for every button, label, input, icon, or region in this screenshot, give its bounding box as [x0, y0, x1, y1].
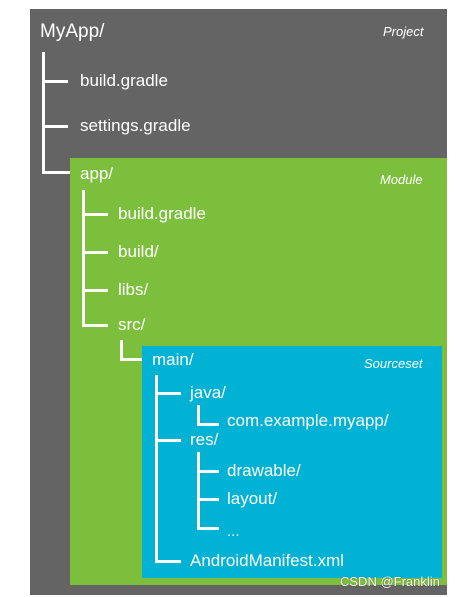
module-tree-trunk: [82, 190, 85, 326]
module-tree-branch: [82, 213, 108, 216]
project-tag: Project: [383, 24, 424, 39]
package-com-example-myapp[interactable]: com.example.myapp/: [227, 411, 389, 430]
java-tree-trunk: [197, 405, 200, 425]
module-tree-branch: [82, 324, 108, 327]
folder-ellipsis: ...: [227, 523, 240, 540]
module-folder-label[interactable]: app/: [80, 164, 114, 183]
project-tree-branch: [42, 171, 70, 174]
main-tree-branch: [155, 439, 181, 442]
java-tree-branch: [197, 423, 219, 426]
module-tree-branch: [82, 251, 108, 254]
project-root-label: MyApp/: [40, 21, 105, 42]
res-tree-trunk: [197, 452, 200, 529]
file-android-manifest[interactable]: AndroidManifest.xml: [190, 551, 345, 570]
project-tree-branch: [42, 80, 68, 83]
folder-build[interactable]: build/: [118, 242, 159, 261]
folder-layout[interactable]: layout/: [227, 489, 278, 508]
project-tree-trunk: [42, 52, 45, 173]
folder-java[interactable]: java/: [190, 383, 226, 402]
main-tree-branch: [155, 560, 181, 563]
sourceset-tag: Sourceset: [364, 356, 423, 371]
res-tree-branch: [197, 498, 219, 501]
src-tree-branch: [120, 358, 142, 361]
main-tree-branch: [155, 392, 181, 395]
file-build-gradle[interactable]: build.gradle: [80, 71, 168, 90]
module-tree-branch: [82, 289, 108, 292]
res-tree-branch: [197, 527, 219, 530]
file-module-build-gradle[interactable]: build.gradle: [118, 204, 206, 223]
sourceset-box: [142, 346, 442, 578]
folder-res[interactable]: res/: [190, 430, 219, 449]
folder-libs[interactable]: libs/: [118, 280, 149, 299]
watermark: CSDN @Franklin: [340, 574, 440, 589]
sourceset-folder-label[interactable]: main/: [152, 350, 194, 369]
module-tag: Module: [380, 172, 423, 187]
file-settings-gradle[interactable]: settings.gradle: [80, 116, 191, 135]
src-tree-trunk: [120, 340, 123, 360]
folder-src[interactable]: src/: [118, 315, 146, 334]
folder-drawable[interactable]: drawable/: [227, 461, 301, 480]
project-tree-branch: [42, 125, 68, 128]
res-tree-branch: [197, 470, 219, 473]
main-tree-trunk: [155, 375, 158, 562]
